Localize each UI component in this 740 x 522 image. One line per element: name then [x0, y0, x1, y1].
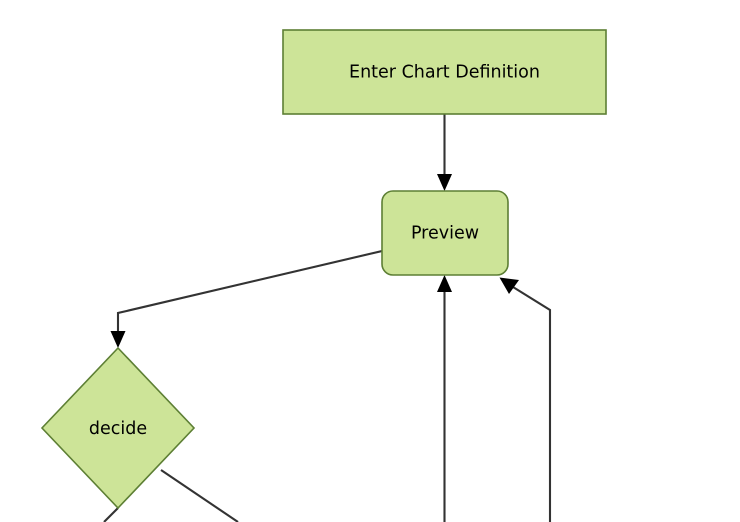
node-label-enter-chart-definition: Enter Chart Definition — [349, 63, 540, 83]
arrow-head-icon — [110, 331, 126, 348]
edge-decide-bottom-right — [160, 469, 239, 522]
edge-bottom-right-to-preview — [499, 277, 552, 522]
edge-enter-to-preview — [437, 114, 452, 191]
node-shape-rounded-rectangle — [381, 190, 509, 276]
node-shape-rectangle — [282, 29, 607, 115]
edge-line — [512, 286, 552, 522]
node-label-decide: decide — [89, 419, 147, 439]
edge-line — [160, 469, 239, 522]
node-preview[interactable]: Preview — [381, 190, 509, 276]
node-shape-diamond — [40, 346, 196, 510]
edge-bottom-center-to-preview — [437, 275, 452, 522]
node-enter-chart-definition[interactable]: Enter Chart Definition — [282, 29, 607, 115]
edge-preview-to-decide — [110, 249, 383, 348]
arrow-head-icon — [499, 277, 519, 294]
edge-line — [116, 249, 383, 333]
edge-decide-bottom-left — [103, 507, 119, 522]
arrow-head-icon — [437, 174, 452, 191]
node-decide[interactable]: decide — [40, 346, 196, 510]
arrow-head-icon — [437, 275, 452, 292]
node-label-preview: Preview — [411, 224, 479, 244]
edge-line — [103, 507, 119, 522]
